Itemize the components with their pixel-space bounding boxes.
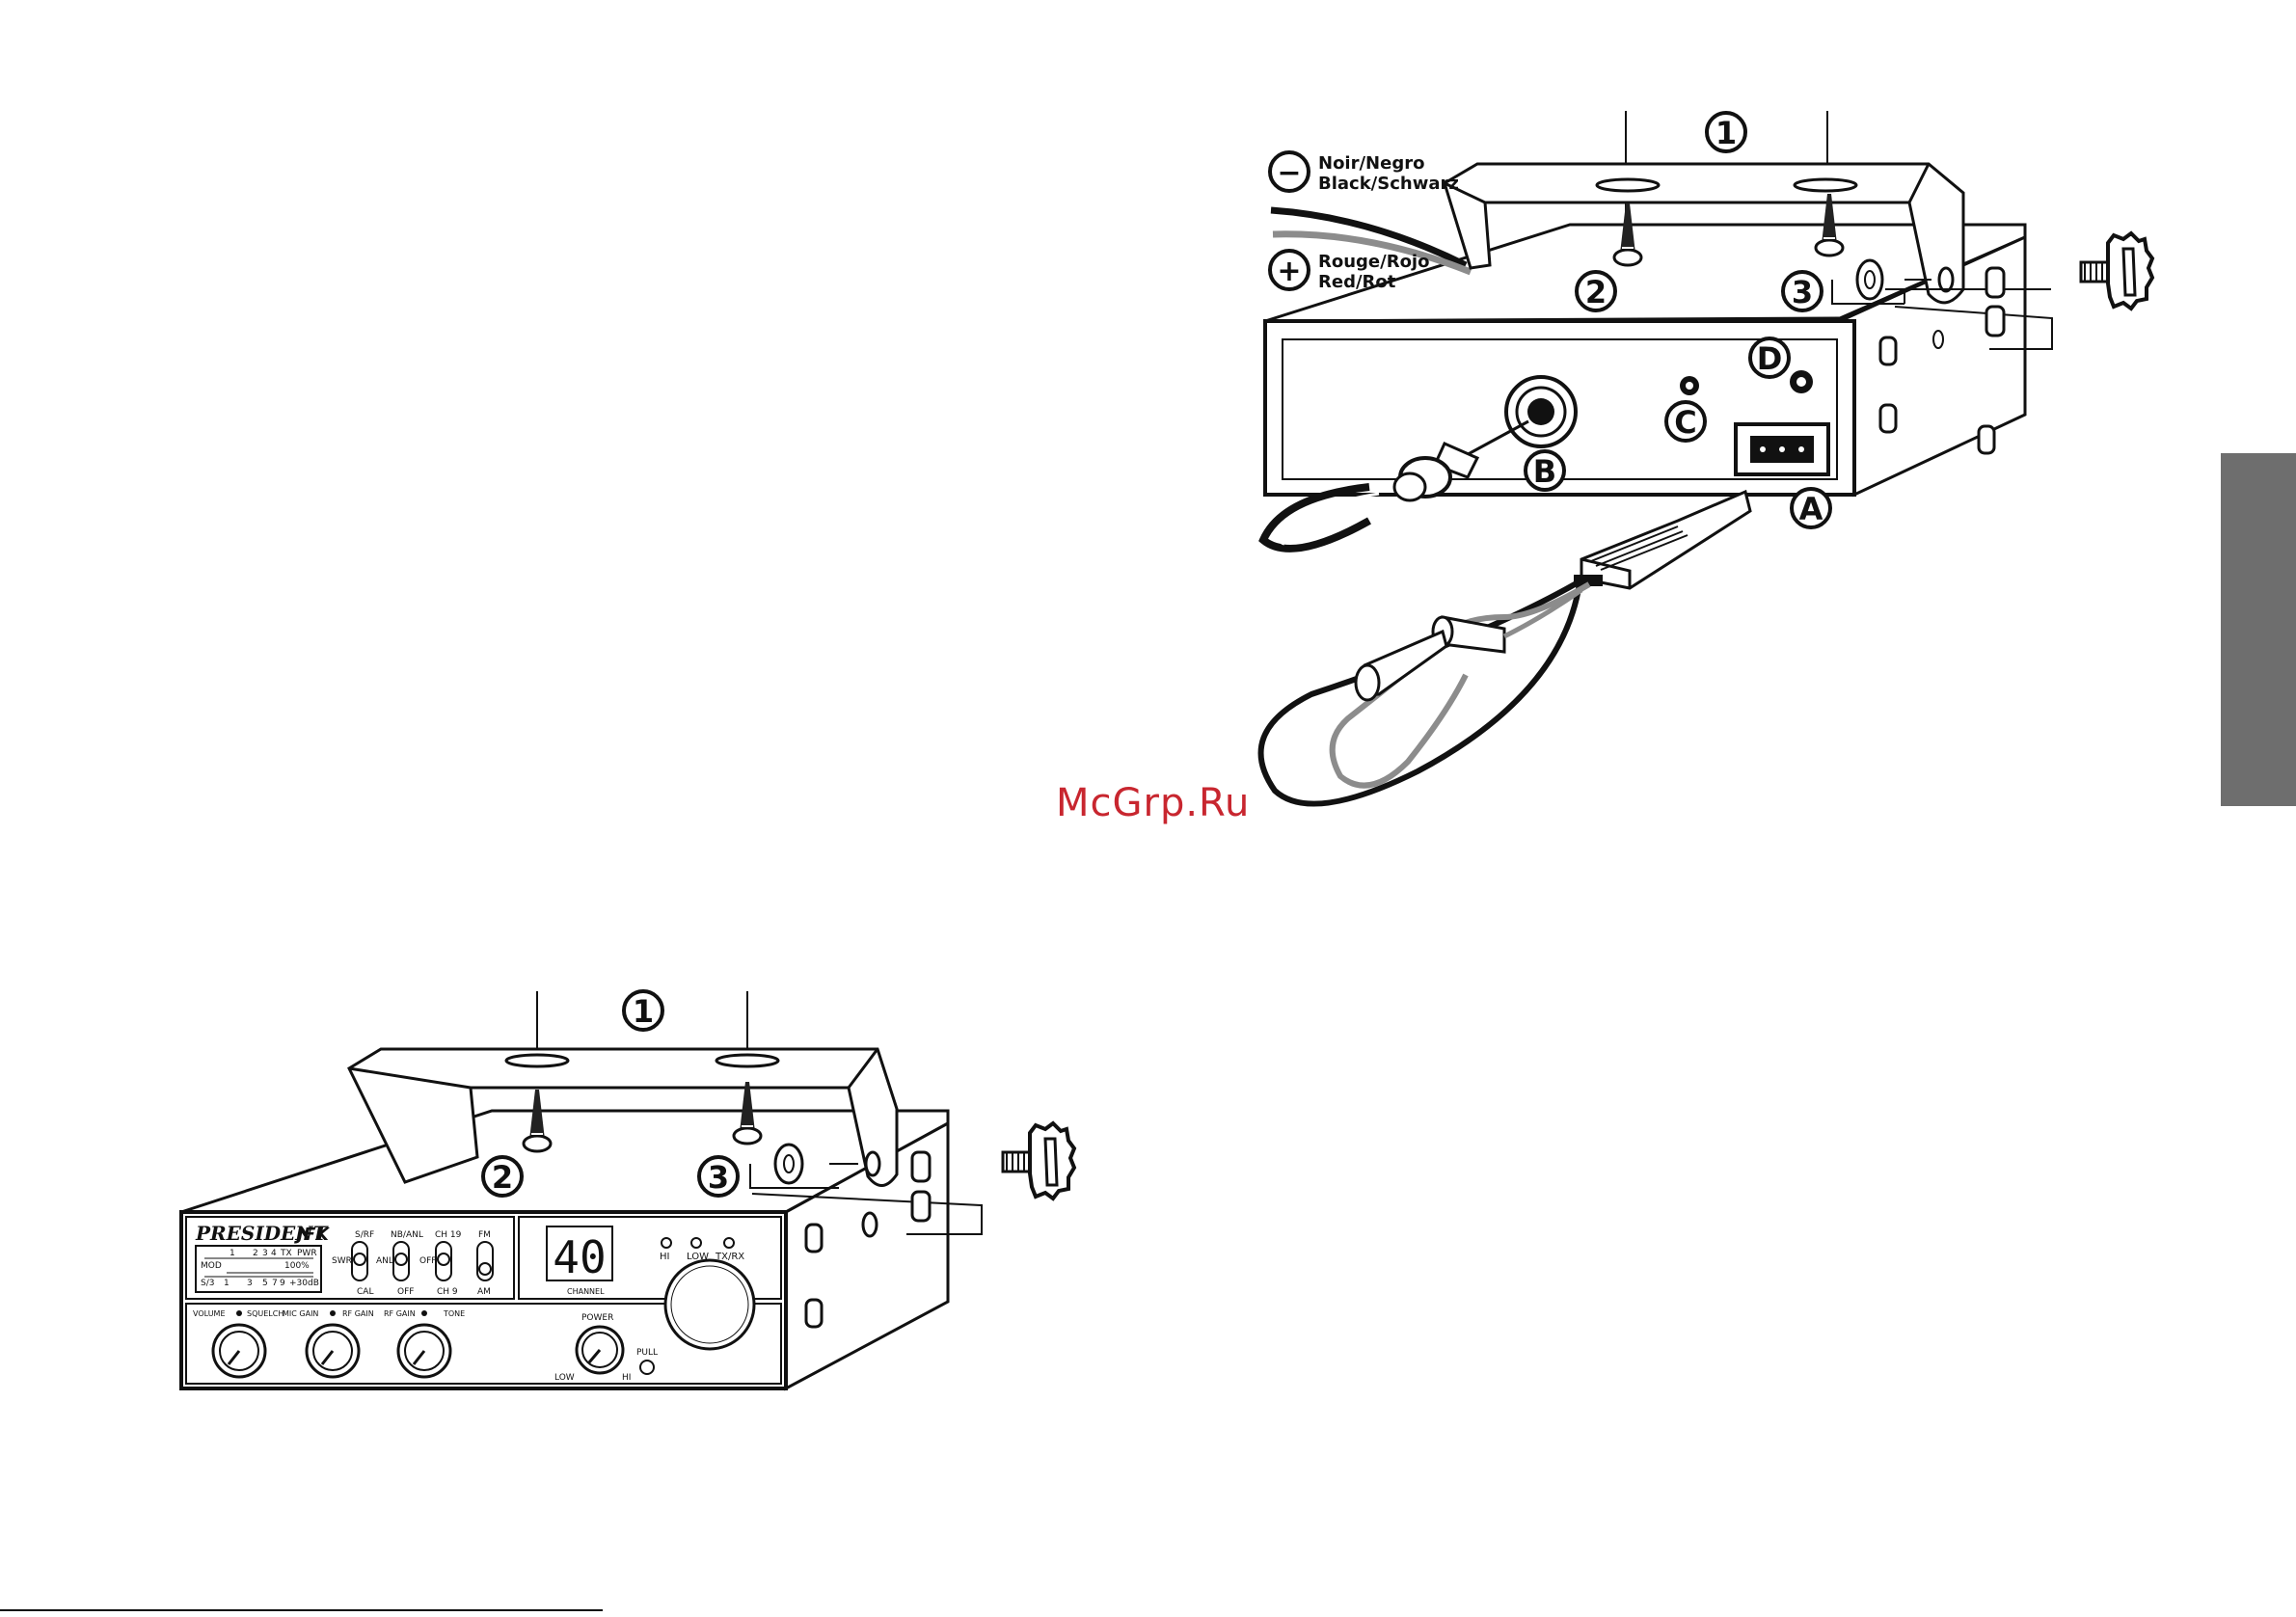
callout-c: C [1666,402,1705,441]
svg-text:MOD: MOD [201,1261,222,1271]
svg-text:RF GAIN: RF GAIN [342,1309,374,1318]
svg-text:CH 19: CH 19 [435,1230,462,1240]
callout-3-top: 3 [1783,272,1822,310]
callout-b: B [1526,451,1564,490]
mic-gain-rf-gain-knob[interactable] [307,1325,359,1377]
callout-3-bottom: 3 [699,1157,738,1196]
side-tab [2221,453,2296,806]
svg-text:NB/ANL: NB/ANL [391,1230,423,1240]
svg-text:ANL: ANL [376,1256,393,1266]
top-figure: 1 2 3 A B C D − Noir/Negro [1261,111,2152,804]
svg-text:1: 1 [1715,115,1737,151]
svg-text:CAL: CAL [357,1287,373,1297]
callout-d: D [1750,338,1789,377]
svg-text:7: 7 [272,1279,278,1288]
callout-1-bottom: 1 [624,991,662,1030]
svg-text:HI: HI [622,1373,631,1383]
svg-text:3: 3 [708,1159,729,1196]
svg-text:A: A [1799,491,1823,527]
wire-label-negative: − Noir/Negro Black/Schwarz [1270,152,1459,194]
model-label: JFK [294,1225,331,1245]
svg-text:CHANNEL: CHANNEL [567,1287,605,1296]
svg-text:2: 2 [253,1249,258,1258]
svg-text:POWER: POWER [581,1313,613,1323]
svg-text:HI: HI [660,1252,669,1262]
svg-text:OFF: OFF [419,1256,436,1266]
svg-text:MIC GAIN: MIC GAIN [283,1309,318,1318]
volume-squelch-knob[interactable] [213,1325,265,1377]
svg-text:RF GAIN: RF GAIN [384,1309,416,1318]
svg-text:1: 1 [633,993,654,1030]
svg-text:100%: 100% [284,1261,310,1271]
svg-text:3: 3 [1792,274,1813,310]
svg-text:VOLUME: VOLUME [193,1309,226,1318]
svg-text:3: 3 [262,1249,268,1258]
power-plug [1581,492,1750,588]
svg-text:OFF: OFF [397,1287,414,1297]
svg-text:PWR: PWR [297,1249,317,1258]
svg-text:C: C [1674,404,1696,441]
svg-text:Black/Schwarz: Black/Schwarz [1318,174,1459,194]
watermark-text: McGrp.Ru [1056,781,1250,825]
callout-a: A [1792,489,1830,527]
svg-text:B: B [1533,453,1556,490]
callout-2-top: 2 [1577,272,1615,310]
svg-text:1: 1 [230,1249,235,1258]
svg-text:D: D [1757,340,1783,377]
svg-text:TONE: TONE [443,1309,465,1318]
svg-text:2: 2 [492,1159,513,1196]
svg-text:+30dB: +30dB [289,1279,319,1288]
svg-text:Rouge/Rojo: Rouge/Rojo [1318,252,1429,272]
svg-text:+: + [1277,255,1301,288]
svg-text:AM: AM [477,1287,491,1297]
svg-text:TX: TX [280,1249,292,1258]
svg-text:−: − [1277,156,1301,190]
power-knob[interactable] [577,1327,623,1373]
svg-text:FM: FM [478,1230,491,1240]
svg-text:3: 3 [247,1279,253,1288]
svg-text:1: 1 [224,1279,230,1288]
svg-text:5: 5 [262,1279,268,1288]
svg-text:40: 40 [553,1231,606,1283]
svg-text:LOW: LOW [554,1373,575,1383]
svg-text:4: 4 [271,1249,277,1258]
svg-text:S/RF: S/RF [355,1230,374,1240]
svg-text:SWR: SWR [332,1256,352,1266]
svg-text:Noir/Negro: Noir/Negro [1318,153,1424,174]
svg-text:S/3: S/3 [201,1279,214,1288]
svg-text:PULL: PULL [636,1348,658,1358]
svg-text:Red/Rot: Red/Rot [1318,272,1396,292]
callout-2-bottom: 2 [483,1157,522,1196]
svg-text:SQUELCH: SQUELCH [247,1309,284,1318]
svg-text:CH 9: CH 9 [437,1287,458,1297]
rf-gain-tone-knob[interactable] [398,1325,450,1377]
callout-1-top: 1 [1707,113,1745,151]
bottom-figure: PRESIDENT JFK 1 2 3 4 TX PWR MOD 100% S/… [181,991,1074,1388]
svg-text:2: 2 [1585,274,1607,310]
svg-text:9: 9 [280,1279,285,1288]
